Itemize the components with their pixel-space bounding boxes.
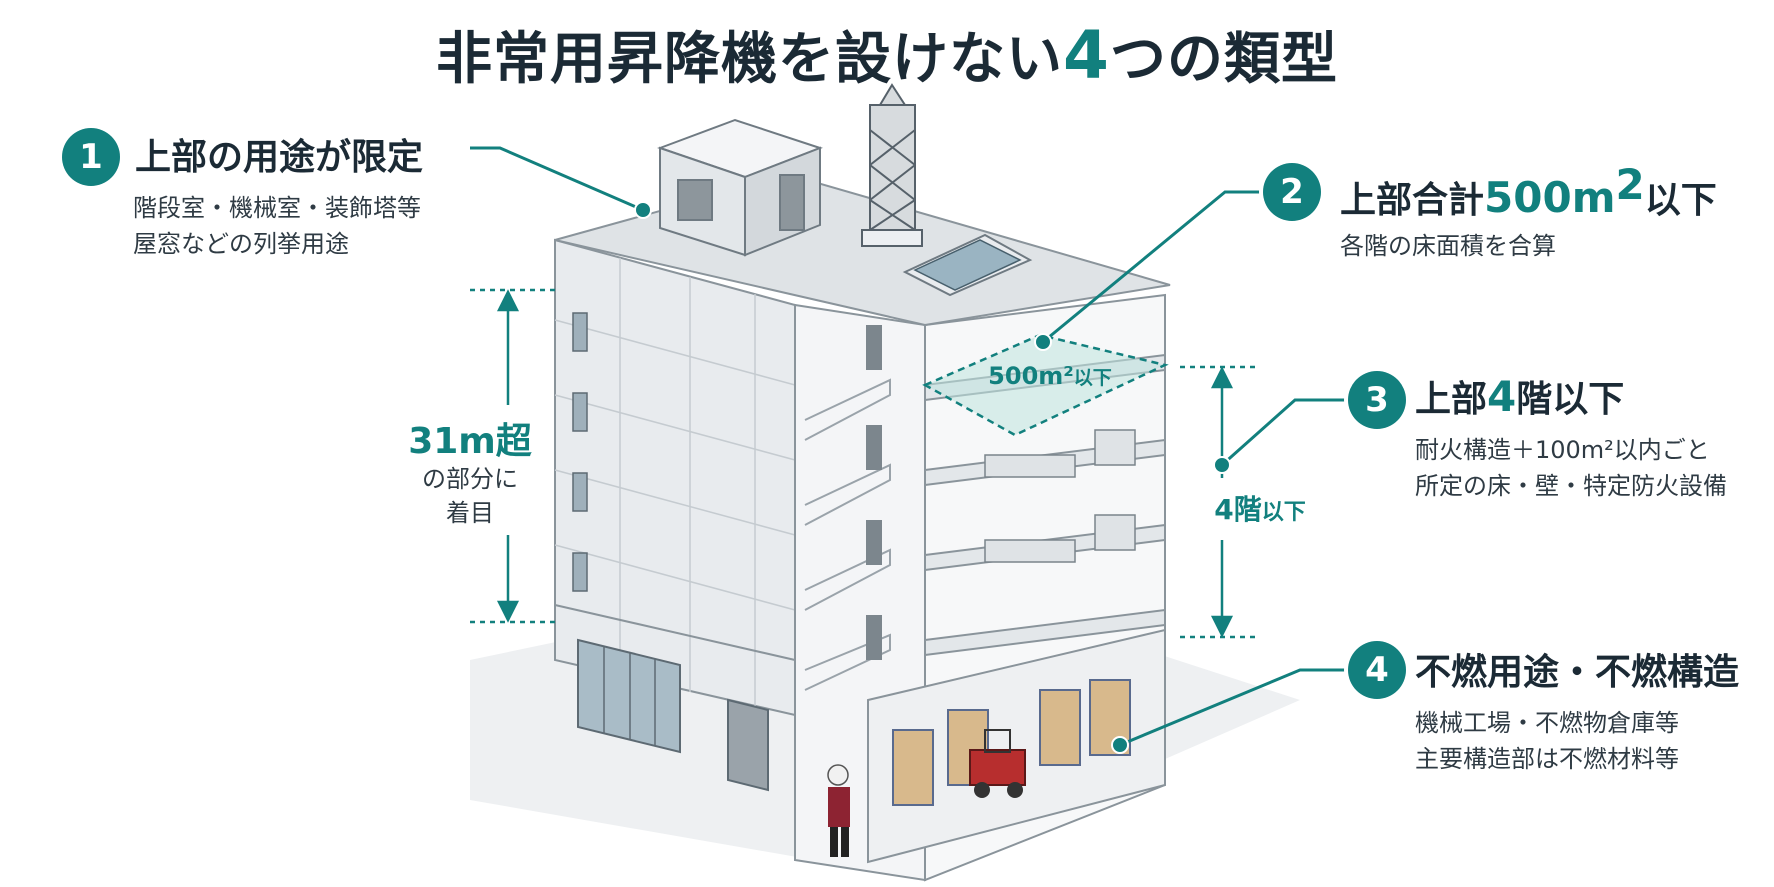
title-number: 4 xyxy=(1063,17,1110,94)
item-1-title: 上部の用途が限定 xyxy=(135,137,424,178)
item-1-desc: 階段室・機械室・装飾塔等 屋窓などの列挙用途 xyxy=(133,190,421,262)
item-2-title-number: 500 xyxy=(1484,173,1572,222)
stair-doors xyxy=(866,325,882,660)
office-furniture xyxy=(984,429,1136,563)
height-dimension xyxy=(470,288,555,624)
worker-figure xyxy=(827,764,850,857)
floors-label: 4階以下 xyxy=(1190,488,1330,528)
facade-grid xyxy=(554,258,796,707)
badge-3: 3 xyxy=(1348,371,1406,429)
forklift xyxy=(969,729,1026,798)
item-3-desc-line: 所定の床・壁・特定防火設備 xyxy=(1415,472,1727,500)
shutter-door xyxy=(727,698,769,792)
callout-leaders xyxy=(470,146,1348,747)
height-label: 31m超 xyxy=(408,421,532,462)
badge-2-number: 2 xyxy=(1280,172,1304,212)
item-2-title-sup: 2 xyxy=(1615,160,1645,209)
roof-penthouse xyxy=(657,118,823,257)
item-1-desc-line: 階段室・機械室・装飾塔等 xyxy=(133,194,421,222)
lattice-tower xyxy=(861,83,923,247)
height-label-sub-line: 着目 xyxy=(446,499,494,527)
badge-2: 2 xyxy=(1263,163,1321,221)
item-3-title-number: 4 xyxy=(1487,372,1517,421)
item-3-title-prefix: 上部 xyxy=(1415,379,1488,420)
floors-label-value: 4階 xyxy=(1214,493,1262,526)
badge-1: 1 xyxy=(62,128,120,186)
item-3-desc-line: 耐火構造＋100m²以内ごと xyxy=(1415,436,1710,464)
item-2-title-prefix: 上部合計 xyxy=(1340,180,1485,221)
area-label: 500m²以下 xyxy=(975,362,1125,390)
page-title: 非常用昇降機を設けない4つの類型 xyxy=(0,14,1774,95)
item-4-title: 不燃用途・不燃構造 xyxy=(1415,652,1740,693)
badge-1-number: 1 xyxy=(79,137,103,177)
area-label-suffix: 以下 xyxy=(1073,367,1112,389)
callout-dots xyxy=(634,201,1231,754)
item-3-desc: 耐火構造＋100m²以内ごと 所定の床・壁・特定防火設備 xyxy=(1415,432,1727,504)
ground-floor-line xyxy=(554,604,796,661)
area-highlight-plane xyxy=(922,333,1169,437)
item-3-title: 上部4階以下 xyxy=(1415,370,1624,422)
badge-4: 4 xyxy=(1348,641,1406,699)
item-1-desc-line: 屋窓などの列挙用途 xyxy=(133,230,349,258)
floors-dimension xyxy=(1180,365,1255,639)
item-2-title-suffix: 以下 xyxy=(1644,180,1717,221)
area-label-value: 500m² xyxy=(988,362,1074,390)
title-prefix: 非常用昇降機を設けない xyxy=(436,27,1064,92)
item-4-desc-line: 主要構造部は不燃材料等 xyxy=(1415,745,1679,773)
item-2-title: 上部合計500m2以下 xyxy=(1340,160,1717,223)
side-windows xyxy=(572,312,588,592)
floors-label-suffix: 以下 xyxy=(1261,500,1306,525)
item-4-desc: 機械工場・不燃物倉庫等 主要構造部は不燃材料等 xyxy=(1415,705,1679,777)
skylight xyxy=(902,233,1033,297)
item-3-title-suffix: 階以下 xyxy=(1516,379,1625,420)
warehouse-racks xyxy=(892,679,1131,806)
title-suffix: つの類型 xyxy=(1109,27,1338,92)
height-label-sub-line: の部分に xyxy=(422,465,518,493)
item-2-title-unit: m xyxy=(1571,173,1616,222)
item-2-desc: 各階の床面積を合算 xyxy=(1340,228,1556,264)
item-4-desc-line: 機械工場・不燃物倉庫等 xyxy=(1415,709,1679,737)
stair-flights xyxy=(804,378,891,691)
badge-4-number: 4 xyxy=(1365,650,1389,690)
item-2-desc-line: 各階の床面積を合算 xyxy=(1340,232,1556,260)
badge-3-number: 3 xyxy=(1365,380,1389,420)
height-label-sub: の部分に 着目 xyxy=(400,462,540,530)
